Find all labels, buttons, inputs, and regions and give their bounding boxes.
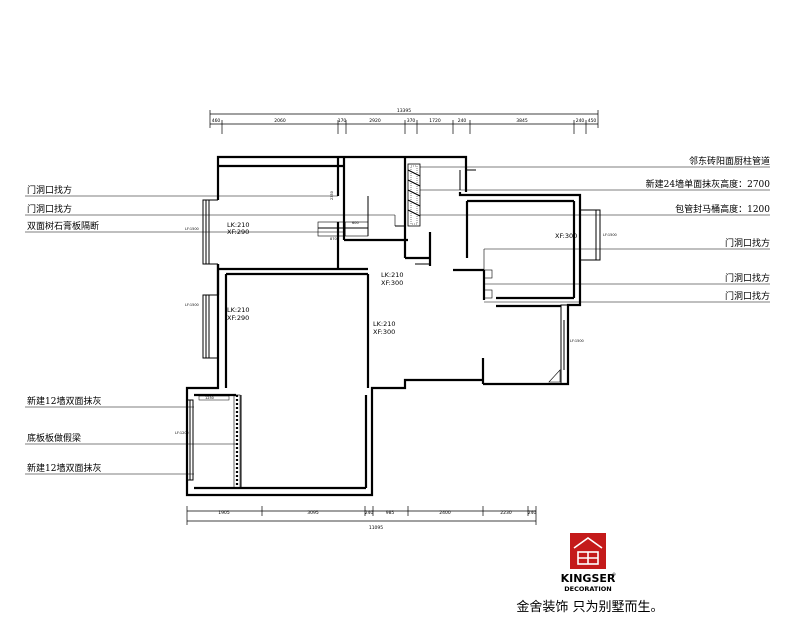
brand-slogan: 金舍装饰 只为别墅而生。 (516, 599, 663, 615)
top-seg-dim: 2920 (369, 118, 381, 124)
right-annotations: 邻东砖阳面厨柱管道 新建24墙单面抹灰高度：2700 包管封马桶高度：1200 … (420, 155, 771, 303)
bath-dim-b: 600 (352, 221, 359, 225)
brand-name: KINGSER (561, 572, 616, 585)
bottom-seg-dim: 240 (365, 510, 374, 516)
room-labels: LK:210 XF:290 LK:210 XF:290 XF:300 LK:21… (227, 221, 577, 336)
bottom-seg-dim: 3095 (307, 510, 319, 516)
room3-xf: XF:300 (555, 232, 577, 240)
left-annotation: 新建12墙双面抹灰 (27, 462, 101, 474)
bottom-segment-ticks (261, 506, 529, 516)
top-seg-dim: 460 (212, 118, 221, 124)
left-annotation: 门洞口找方 (27, 203, 72, 215)
living-xf: XF:300 (373, 328, 395, 336)
window-dim: LF:1500 (603, 233, 617, 237)
brand-logo: KINGSER ® DECORATION 金舍装饰 只为别墅而生。 (516, 533, 664, 615)
top-seg-dim: 370 (407, 118, 416, 124)
right-annotation: 门洞口找方 (725, 272, 770, 284)
left-annotation: 底板板做假梁 (27, 432, 81, 444)
room2-xf: XF:290 (227, 314, 249, 322)
right-annotation: 门洞口找方 (725, 237, 770, 249)
right-annotation: 新建24墙单面抹灰高度：2700 (646, 178, 771, 190)
top-dimension: 13395 460 2060 170 2920 370 1720 240 384… (209, 108, 599, 134)
bottom-seg-dim: 2400 (439, 510, 451, 516)
top-seg-dim: 1720 (429, 118, 441, 124)
left-annotation: 新建12墙双面抹灰 (27, 395, 101, 407)
false-beam: 1250 (198, 394, 241, 489)
bedroom-top-dim: 1250 (205, 396, 214, 400)
window-dim: LF:1500 (570, 339, 584, 343)
brand-sub: DECORATION (564, 585, 611, 593)
bottom-seg-dim: 985 (386, 510, 395, 516)
top-seg-dim: 450 (588, 118, 597, 124)
top-seg-dim: 3845 (516, 118, 528, 124)
window-dim: LF:1200 (175, 431, 189, 435)
room1-lk: LK:210 (227, 221, 249, 229)
bath-dim-a: 870 (330, 237, 337, 241)
hall-xf: XF:300 (381, 279, 403, 287)
bottom-seg-dim: 1905 (218, 510, 230, 516)
top-seg-dim: 170 (338, 118, 347, 124)
brand-reg: ® (612, 572, 616, 577)
right-annotation: 包管封马桶高度：1200 (675, 203, 770, 215)
bottom-dimension: 1905 3095 240 985 2400 2230 240 11095 (186, 506, 537, 531)
top-seg-dim: 2060 (274, 118, 286, 124)
bottom-total-dim: 11095 (369, 525, 383, 531)
right-annotation: 门洞口找方 (725, 290, 770, 302)
top-total-dim: 13395 (397, 108, 411, 114)
left-annotations: 门洞口找方 门洞口找方 双面树石膏板隔断 新建12墙双面抹灰 底板板做假梁 新建… (25, 184, 396, 475)
top-segment-ticks (221, 120, 587, 134)
window-dim: LF:1500 (185, 227, 199, 231)
logo-symbol-icon (573, 537, 603, 565)
room2-lk: LK:210 (227, 306, 249, 314)
top-seg-dim: 240 (576, 118, 585, 124)
right-annotation: 邻东砖阳面厨柱管道 (689, 155, 770, 167)
door-marks (415, 263, 561, 383)
bottom-seg-dim: 240 (528, 510, 537, 516)
bottom-seg-dim: 2230 (500, 510, 512, 516)
top-seg-dim: 240 (458, 118, 467, 124)
hall-lk: LK:210 (381, 271, 403, 279)
gypsum-partition: 870 600 2350 (317, 191, 369, 241)
left-annotation: 门洞口找方 (27, 184, 72, 196)
living-lk: LK:210 (373, 320, 395, 328)
windows: LF:1500 LF:1500 LF:1200 LF:1500 LF:1500 (175, 200, 617, 480)
bath-dim-v: 2350 (330, 191, 334, 200)
pipe-chase (395, 163, 476, 227)
window-dim: LF:1500 (185, 303, 199, 307)
left-annotation: 双面树石膏板隔断 (27, 220, 99, 232)
